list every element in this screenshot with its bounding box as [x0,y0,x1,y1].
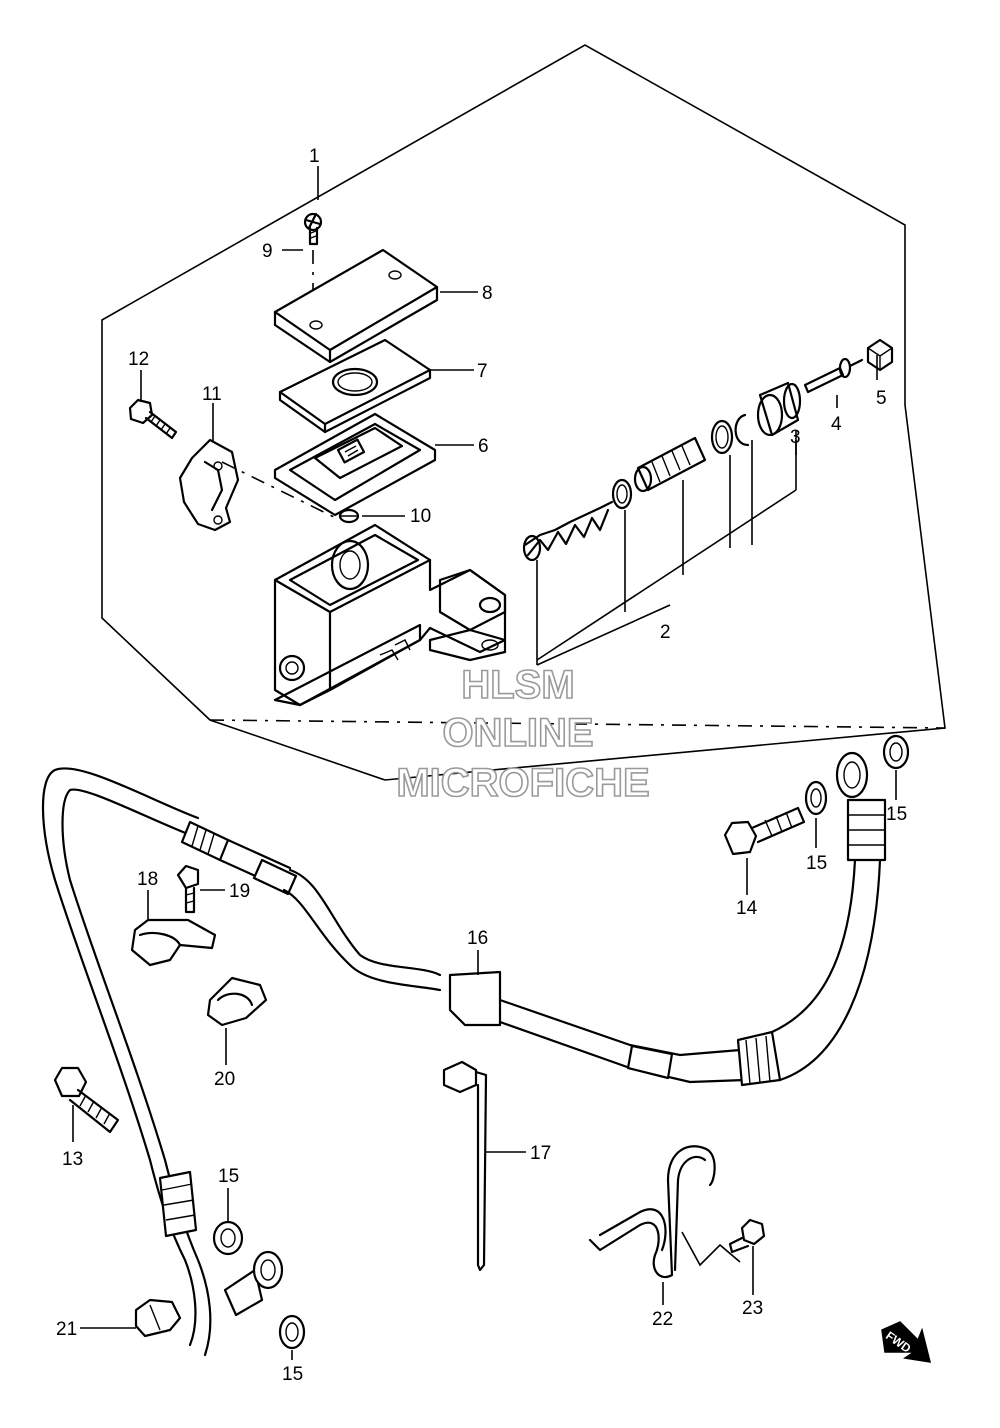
callout-15-d: 15 [282,1364,303,1385]
wire-clip-22 [588,1145,741,1305]
callout-12: 12 [128,349,149,370]
nut-5 [866,338,894,372]
assembly-boundary [101,44,946,781]
upper-leaders [140,166,878,666]
watermark-line2: ONLINE [442,711,593,755]
callout-9: 9 [262,241,273,262]
bolt-12 [128,398,178,440]
boot-3 [756,381,802,437]
callout-1: 1 [309,146,320,167]
callout-11: 11 [202,384,222,405]
washer-15-lower-b [278,1314,306,1360]
piston [633,436,707,493]
callout-15-b: 15 [886,804,907,825]
screw-9 [303,212,323,320]
watermark-line3: MICROFICHE [396,761,649,805]
washer-15-upper-a [804,780,828,848]
clip-10 [338,508,360,524]
callout-19: 19 [229,881,250,902]
callout-17: 17 [530,1143,551,1164]
callout-labels: 1 2 3 4 5 6 7 8 9 10 11 12 13 14 15 15 1… [56,146,907,1385]
callout-16: 16 [467,928,488,949]
clutch-hose [41,751,887,1357]
reservoir-cap-8 [273,248,439,364]
callout-10: 10 [410,506,431,527]
piston-cup [611,478,633,510]
callout-6: 6 [478,436,489,457]
bracket-clamp-11 [178,438,341,532]
watermark: HLSM ONLINE MICROFICHE [396,662,651,806]
washer-15-lower-a [212,1188,244,1256]
diaphragm-6 [273,412,437,517]
cable-tie-17 [442,1060,526,1272]
callout-14: 14 [736,898,758,919]
forward-arrow-icon: FWD [881,1321,932,1363]
snap-ring [734,413,750,447]
push-rod-4 [803,357,864,394]
master-cylinder-body [273,523,507,707]
union-bolt-13 [53,1066,120,1142]
callout-7: 7 [477,361,488,382]
banjo-bolt-14 [723,806,806,895]
callout-18: 18 [137,869,158,890]
callout-15-a: 15 [806,853,827,874]
callout-15-c: 15 [218,1166,239,1187]
callout-13: 13 [62,1149,83,1170]
piston-ring [710,419,734,455]
washer-15-upper-b [882,734,910,800]
bracket-18 [130,890,217,967]
callout-2: 2 [660,622,671,643]
callout-23: 23 [742,1298,763,1319]
hose-clamp-20 [206,976,268,1065]
piston-spring [522,500,614,562]
callout-3: 3 [790,427,801,448]
clip-21 [80,1298,182,1338]
callout-4: 4 [831,414,842,435]
callout-8: 8 [482,283,493,304]
bolt-19 [176,864,225,914]
callout-21: 21 [56,1319,77,1340]
callout-20: 20 [214,1069,235,1090]
callout-5: 5 [876,388,887,409]
screw-23 [728,1218,766,1295]
callout-22: 22 [652,1309,673,1330]
watermark-line1: HLSM [461,663,574,707]
diaphragm-plate-7 [278,338,432,434]
